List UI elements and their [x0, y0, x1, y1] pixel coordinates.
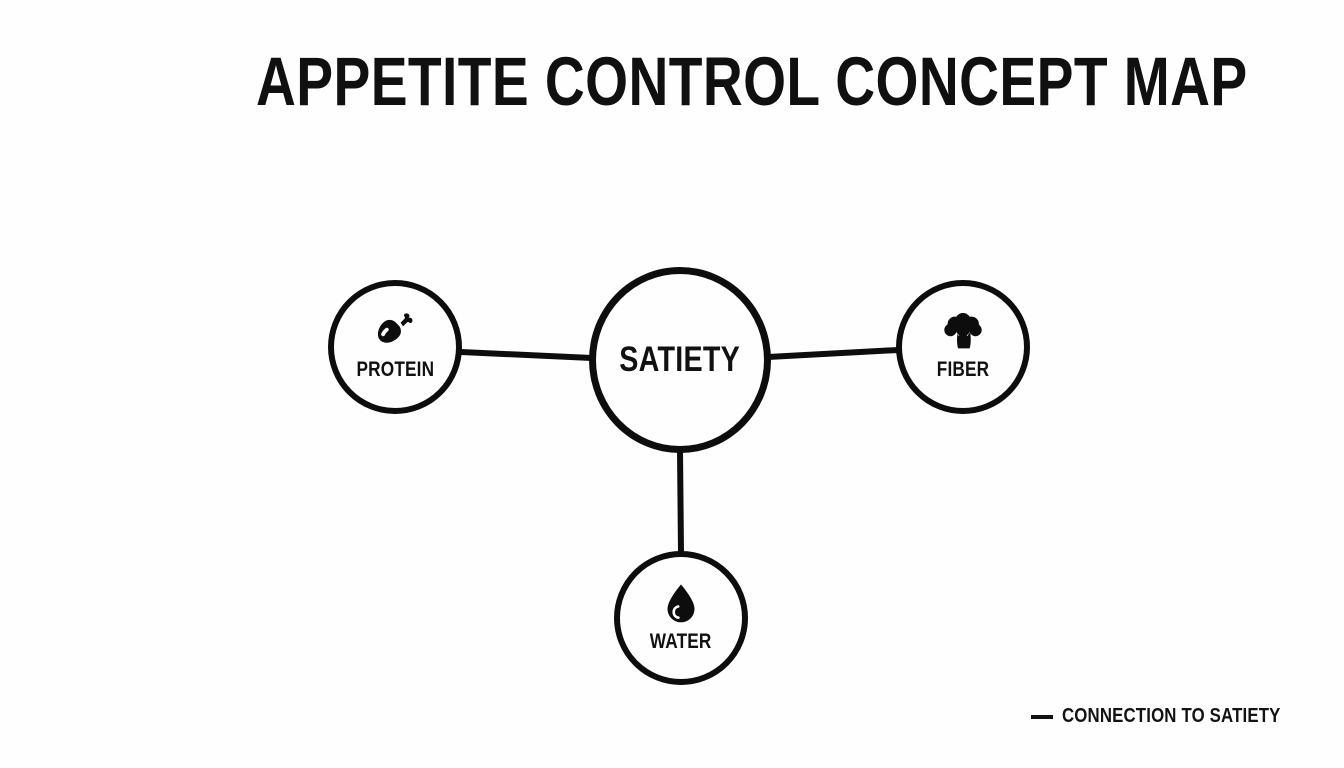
- legend-label: CONNECTION TO SATIETY: [1061, 705, 1281, 727]
- node-fiber-label: FIBER: [936, 357, 990, 381]
- legend: CONNECTION TO SATIETY: [1030, 705, 1322, 728]
- page-title: APPETITE CONTROL CONCEPT MAP: [256, 43, 1248, 120]
- water-drop-icon: [663, 583, 699, 625]
- node-protein-label: PROTEIN: [356, 357, 434, 381]
- node-satiety[interactable]: SATIETY: [589, 267, 771, 453]
- broccoli-icon: [942, 312, 984, 353]
- drumstick-icon: [373, 312, 417, 353]
- node-protein[interactable]: PROTEIN: [328, 280, 462, 414]
- edge-satiety-water: [677, 449, 684, 554]
- edge-protein-satiety: [460, 349, 593, 361]
- node-fiber[interactable]: FIBER: [896, 280, 1030, 414]
- legend-line-swatch: [1030, 714, 1053, 719]
- edge-satiety-fiber: [767, 347, 899, 360]
- node-water-label: WATER: [650, 629, 712, 653]
- node-water[interactable]: WATER: [614, 551, 748, 685]
- node-satiety-label: SATIETY: [619, 340, 741, 379]
